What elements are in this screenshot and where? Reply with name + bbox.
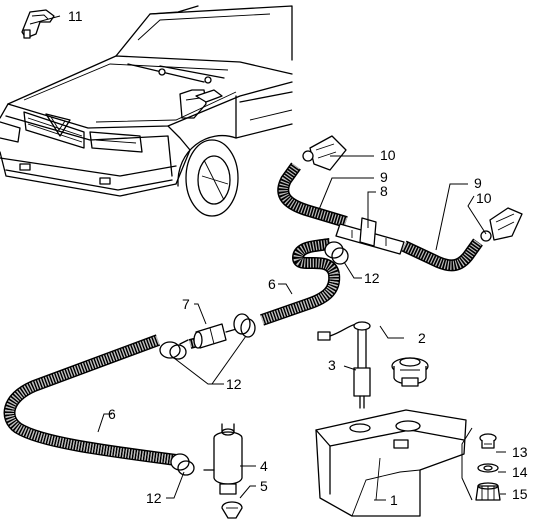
clamp-d <box>170 453 195 476</box>
leader-lines <box>29 15 506 501</box>
car-front-illustration <box>0 5 293 217</box>
clamp-a <box>159 339 189 360</box>
callout-2: 2 <box>418 330 426 346</box>
part-1-reservoir <box>315 409 467 517</box>
part-4-pump <box>203 423 243 495</box>
hose-6-upper <box>260 273 341 326</box>
hose-6-long <box>3 334 177 466</box>
hose-9-left <box>277 162 348 228</box>
callout-5: 5 <box>260 478 268 494</box>
hose-12-loop <box>292 238 340 277</box>
callout-3: 3 <box>328 357 336 373</box>
part-2-cap <box>391 357 429 387</box>
callout-14: 14 <box>512 464 528 480</box>
hose-9-right <box>401 238 483 272</box>
part-8-t-connector <box>335 217 405 255</box>
clamp-c <box>324 241 349 265</box>
part-7-check-valve <box>193 323 241 349</box>
callout-7: 7 <box>182 296 190 312</box>
callout-10-right: 10 <box>476 190 492 206</box>
part-5-grommet <box>221 501 243 519</box>
callout-12-lower: 12 <box>146 490 162 506</box>
callout-10-left: 10 <box>380 147 396 163</box>
callout-11: 11 <box>68 8 83 24</box>
part-10-nozzle-left <box>302 135 347 171</box>
part-15-nut <box>475 482 501 501</box>
callout-12-middle: 12 <box>226 376 242 392</box>
part-13-screw <box>479 433 497 449</box>
callout-9-left: 9 <box>380 169 388 185</box>
callout-12-upper: 12 <box>364 270 380 286</box>
callout-4: 4 <box>260 458 268 474</box>
callout-6-upper: 6 <box>268 276 276 292</box>
callout-13: 13 <box>512 444 528 460</box>
callout-1: 1 <box>390 492 398 508</box>
callout-8: 8 <box>380 183 388 199</box>
part-14-washer <box>477 463 499 473</box>
hardware-bracket-line <box>461 427 473 501</box>
part-12-clamps <box>159 241 349 476</box>
callout-9-right: 9 <box>474 175 482 191</box>
part-3-level-sensor <box>317 321 371 409</box>
callout-15: 15 <box>512 486 528 502</box>
callout-labels: 11 10 9 8 9 10 12 6 7 12 2 3 6 4 5 12 1 … <box>68 8 528 508</box>
callout-6-lower: 6 <box>108 406 116 422</box>
part-11-bracket <box>21 9 55 39</box>
part-10-nozzle-right <box>480 207 523 242</box>
clamp-b <box>233 313 256 338</box>
